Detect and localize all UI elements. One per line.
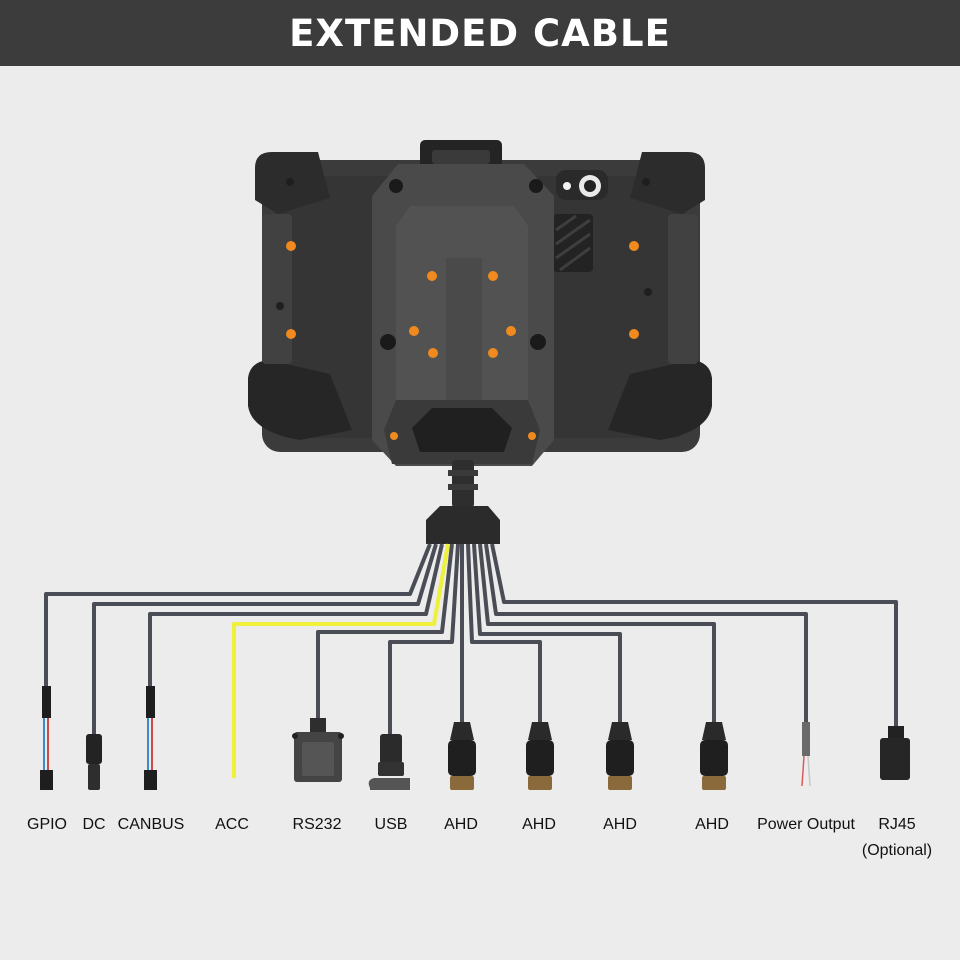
label-rs232: RS232 [292,816,342,833]
accent-dots [286,241,639,440]
bottom-right-bumper [608,360,712,440]
power-output-wire-icon [801,722,811,787]
wire-ahd4 [478,543,716,722]
wire-gpio [44,543,432,688]
ahd-connector-icon-1 [448,722,476,790]
dc-barrel-icon [86,734,102,790]
label-usb: USB [374,816,408,833]
rj45-connector-icon [880,726,910,780]
ahd-connector-icon-2 [526,722,554,790]
label-gpio: GPIO [26,816,68,833]
wire-usb [388,543,460,736]
wire-rs232 [316,543,454,720]
splitter-block [426,506,500,544]
label-dc: DC [82,816,106,833]
bottom-left-bumper [248,360,352,440]
main-cable [426,460,500,544]
label-ahd-3: AHD [603,816,637,833]
label-rj45-name: RJ45 [878,816,916,833]
wire-dc [92,543,438,736]
label-canbus: CANBUS [117,816,185,833]
label-ahd-2: AHD [522,816,556,833]
rs232-db9-icon [292,718,344,782]
header-bar: EXTENDED CABLE [0,0,960,66]
page-title: EXTENDED CABLE [289,11,671,55]
wire-ahd3 [472,543,622,722]
ahd-connector-icon-4 [700,722,728,790]
wire-rj45 [490,543,898,728]
ahd-connector-icon-3 [606,722,634,790]
label-rj45-optional: (Optional) [861,842,933,859]
canbus-connector-icon [144,686,157,790]
label-ahd-4: AHD [695,816,729,833]
wire-canbus [148,543,444,688]
label-acc: ACC [215,816,249,833]
label-rj45: RJ45 (Optional) [862,812,932,864]
wire-ahd2 [466,543,542,722]
usb-connector-icon [368,734,410,790]
label-power-output: Power Output [757,816,855,833]
label-ahd-1: AHD [444,816,478,833]
top-right-bumper [630,152,705,214]
branch-wires [44,543,898,736]
flash-icon [563,182,571,190]
wire-acc [232,543,450,778]
wire-power-output [484,543,808,724]
speaker-grill [553,214,593,272]
gpio-connector-icon [40,686,53,790]
tablet-device [248,140,712,466]
